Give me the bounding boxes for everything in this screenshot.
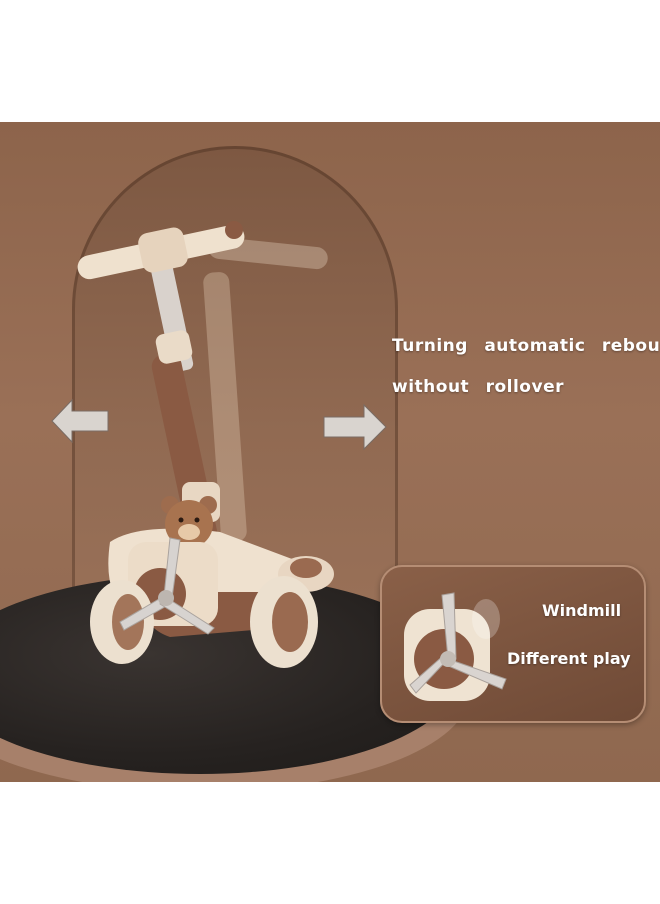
arrow-left-icon [51, 398, 109, 444]
caption-line-1: Turning automatic rebound [392, 336, 660, 356]
scooter-illustration [77, 221, 334, 668]
product-scene: Turning automatic rebound without rollov… [0, 122, 660, 782]
inset-label-different-play: Different play [507, 649, 631, 668]
windmill-icon [404, 592, 507, 701]
inset-label-windmill: Windmill [542, 601, 622, 620]
arrow-right-icon [323, 403, 387, 451]
windmill-inset: Windmill Different play [380, 565, 646, 723]
caption-line-2: without rollover [392, 377, 564, 397]
